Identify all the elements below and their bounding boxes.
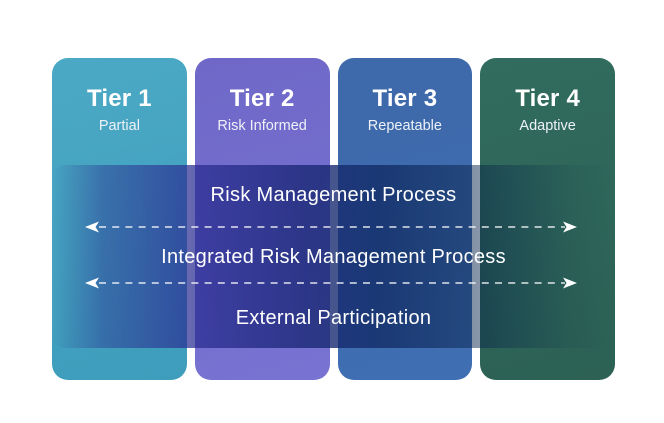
tier-1-title: Tier 1 (86, 85, 152, 112)
external-participation-label: External Participation (235, 307, 432, 329)
tier-4-subtitle: Adaptive (519, 118, 576, 134)
double-headed-arrow-icon (85, 221, 577, 233)
double-headed-arrow-icon (85, 277, 577, 289)
tier-2-subtitle: Risk Informed (217, 118, 307, 134)
tier-1-subtitle: Partial (98, 118, 140, 134)
tier-3-title: Tier 3 (372, 85, 438, 112)
tier-4-title: Tier 4 (515, 85, 581, 112)
process-overlay-band: Risk Management Process Integrated Risk … (52, 165, 615, 348)
tier-2-title: Tier 2 (229, 85, 295, 112)
integrated-risk-management-process-label: Integrated Risk Management Process (161, 246, 506, 268)
risk-management-process-label: Risk Management Process (210, 184, 457, 206)
tier-3-subtitle: Repeatable (367, 118, 442, 134)
